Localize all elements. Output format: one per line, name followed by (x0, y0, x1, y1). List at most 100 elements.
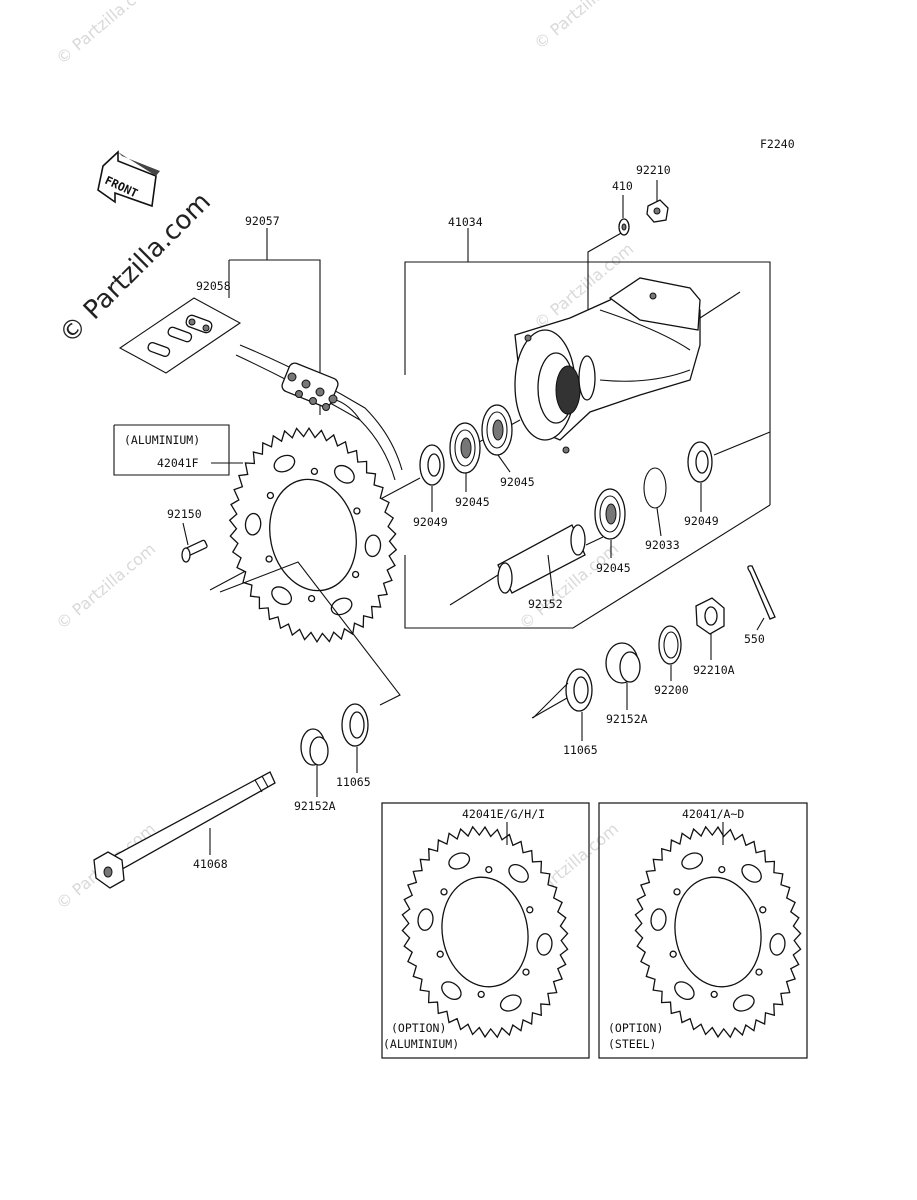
sprocket-window (650, 908, 667, 931)
seal-11065-left (341, 703, 369, 747)
sprocket-window (448, 852, 471, 870)
sprocket-bolt-hole (710, 990, 718, 999)
label-92210: 92210 (636, 163, 671, 177)
sprocket-bolt-hole (310, 467, 319, 476)
seal-11065-right (531, 668, 593, 719)
label-11065-left: 11065 (336, 775, 371, 789)
sprocket-bolt-hole (440, 888, 448, 896)
option-sprocket-aluminium (401, 825, 569, 1039)
label-92150: 92150 (167, 507, 202, 521)
seal-92049-right (687, 441, 713, 483)
seal-92049-left (419, 444, 445, 486)
sprocket-window (499, 994, 522, 1012)
label-92200: 92200 (654, 683, 689, 697)
nut-92210A (695, 597, 725, 635)
sprocket-window (271, 586, 293, 606)
sprocket-bolt-hole (266, 491, 275, 500)
sprocket-center-bore (674, 876, 762, 988)
label-92152A-left: 92152A (294, 799, 336, 813)
label-92152: 92152 (528, 597, 563, 611)
part-labels: 92057 92058 41034 92210 410 (ALUMINIUM) … (124, 163, 765, 1051)
sprocket-window (769, 933, 786, 956)
sprocket-bolt-hole (522, 968, 530, 976)
label-92033: 92033 (645, 538, 680, 552)
spacer-92152 (449, 524, 604, 606)
cotter-pin-550 (747, 565, 776, 620)
label-92058: 92058 (196, 279, 231, 293)
option-part-aluminium: 42041E/G/H/I (462, 807, 545, 821)
sprocket-center-bore (269, 478, 357, 592)
bearing-92045-b (481, 404, 513, 456)
label-42041F: 42041F (157, 456, 199, 470)
drive-chain (228, 228, 403, 481)
sprocket-window (732, 994, 755, 1012)
sprocket-window (333, 464, 355, 484)
sprocket-bolt-hole (351, 570, 360, 579)
collar-92152A-left (300, 728, 329, 766)
collar-92152A-right (605, 642, 641, 684)
sprocket-window (508, 863, 529, 883)
washer-410 (618, 218, 630, 236)
sprocket-bolt-hole (436, 950, 444, 958)
bearing-92045-c (594, 488, 626, 540)
label-92152A-right: 92152A (606, 712, 648, 726)
sprocket-bolt-hole (755, 968, 763, 976)
axle-41068 (93, 771, 276, 889)
sprocket-window (330, 597, 353, 616)
label-aluminium-note: (ALUMINIUM) (124, 433, 200, 447)
watermark-small: © Partzilla.com (52, 0, 159, 68)
sprocket-window (441, 981, 462, 1001)
sprocket-window (417, 908, 434, 931)
label-550: 550 (744, 632, 765, 646)
sprocket-bolt-hole (477, 990, 485, 999)
figure-code: F2240 (760, 137, 795, 151)
sprocket-center-bore (441, 876, 529, 988)
option-part-steel: 42041/A~D (682, 807, 744, 821)
chain-links (281, 362, 339, 411)
sprocket-window (674, 981, 695, 1001)
label-410: 410 (612, 179, 633, 193)
washer-92200 (658, 625, 682, 665)
sprocket-bolt-hole (669, 950, 677, 958)
label-92057: 92057 (245, 214, 280, 228)
option-box-steel (598, 802, 808, 1059)
sprocket-bolt-hole (307, 594, 316, 603)
sprocket-bolt-hole (526, 906, 534, 914)
sprocket-bolt-hole (265, 555, 273, 563)
option-note-aluminium-line1: (OPTION) (391, 1021, 446, 1035)
master-link-kit (118, 297, 242, 374)
option-note-aluminium-line2: (ALUMINIUM) (383, 1037, 459, 1051)
label-11065-right: 11065 (563, 743, 598, 757)
sprocket-window (681, 852, 704, 870)
sprocket-window (273, 454, 296, 473)
watermark-small: © Partzilla.com (52, 539, 159, 633)
sprocket-bolt-hole (759, 906, 767, 914)
sprocket-window (364, 534, 382, 558)
sprocket-window (536, 933, 553, 956)
label-92210A: 92210A (693, 663, 735, 677)
option-box-aluminium (381, 802, 590, 1059)
label-92045-a: 92045 (455, 495, 490, 509)
sprocket-bolt-hole (485, 865, 493, 874)
aluminium-note-box (113, 424, 230, 476)
sprocket-bolt-hole (718, 865, 726, 874)
sprocket-bolt-hole (353, 507, 361, 515)
sprocket-window (244, 512, 262, 536)
leader-lines (182, 180, 765, 855)
option-sprocket-steel (634, 825, 802, 1039)
option-note-steel-line2: (STEEL) (608, 1037, 656, 1051)
label-92045-b: 92045 (500, 475, 535, 489)
front-arrow-icon: FRONT (97, 150, 160, 208)
sprocket-window (741, 863, 762, 883)
label-92049-right: 92049 (684, 514, 719, 528)
watermark-small: © Partzilla.com (530, 0, 637, 53)
nut-92210 (646, 199, 669, 223)
circlip-92033 (643, 467, 667, 509)
label-92049-left: 92049 (413, 515, 448, 529)
label-41068: 41068 (193, 857, 228, 871)
sprocket-bolt-hole (673, 888, 681, 896)
label-92045-c: 92045 (596, 561, 631, 575)
option-note-steel-line1: (OPTION) (608, 1021, 663, 1035)
